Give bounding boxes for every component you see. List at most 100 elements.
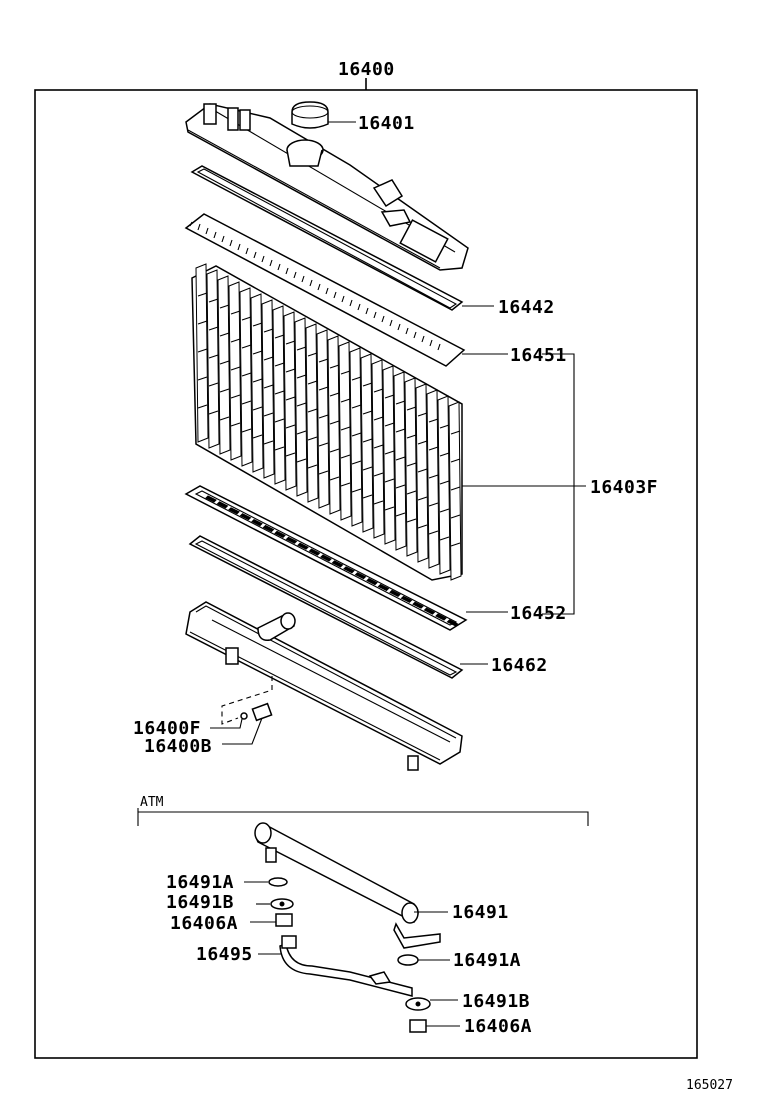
core-fin-rib: [417, 412, 428, 417]
part-label-16442: 16442: [498, 297, 555, 318]
core-fin-rib: [417, 468, 428, 473]
core-fin-rib: [450, 514, 461, 519]
core-fin-rib: [296, 430, 307, 435]
core-fin: [283, 311, 297, 491]
plate-slot: [308, 548, 321, 556]
plate-slot: [377, 583, 390, 592]
upper-tank: [185, 103, 469, 271]
core-fin-rib: [329, 392, 340, 397]
core-fin-rib: [241, 316, 252, 321]
core-fin-rib: [285, 424, 296, 429]
core-fin-rib: [318, 386, 329, 391]
left-fitting-stack: [244, 877, 294, 927]
core-fin-rib: [340, 454, 351, 459]
core-fin-rib: [252, 350, 263, 355]
core-fin: [360, 353, 374, 533]
core-fin-rib: [208, 326, 219, 331]
core-fin-rib: [406, 406, 417, 411]
core-fin-rib: [296, 374, 307, 379]
plate-slot: [320, 554, 332, 562]
core-fin: [294, 317, 308, 497]
core-fin-rib: [241, 428, 252, 433]
part-label-16491A-right: 16491A: [453, 950, 521, 971]
core-fin-rib: [208, 354, 219, 359]
core-fin-rib: [252, 406, 263, 411]
plate-slot: [354, 572, 367, 580]
bottom-gasket: [188, 535, 464, 679]
plate-slot: [262, 524, 275, 533]
core-fin-rib: [307, 380, 318, 385]
plate-slot: [343, 566, 355, 574]
core-fin-rib: [274, 446, 285, 451]
part-label-16462: 16462: [491, 655, 548, 676]
core-fin: [195, 263, 209, 443]
plate-slot: [228, 507, 240, 515]
core-fin-rib: [340, 398, 351, 403]
core-fin-rib: [219, 304, 230, 309]
core-fin-rib: [230, 422, 241, 427]
core-fin-rib: [219, 332, 230, 337]
core-fin-rib: [384, 506, 395, 511]
core-fin-rib: [428, 502, 439, 507]
core-fin-rib: [439, 480, 450, 485]
core-fin-rib: [351, 460, 362, 465]
plate-slot: [216, 501, 229, 509]
core-fin-rib: [329, 420, 340, 425]
core-fin-rib: [329, 364, 340, 369]
core-fin: [206, 269, 220, 449]
part-label-16400B: 16400B: [144, 736, 212, 757]
plate-slot: [205, 495, 217, 503]
core-fin-rib: [307, 408, 318, 413]
core-fin-rib: [252, 322, 263, 327]
core-fin-rib: [197, 376, 208, 381]
core-fin: [305, 323, 319, 503]
core-fin-rib: [197, 404, 208, 409]
core-fin-rib: [230, 394, 241, 399]
core-fin-rib: [285, 396, 296, 401]
atm-section: [137, 808, 589, 826]
core-fin-rib: [340, 482, 351, 487]
core-fin-rib: [318, 442, 329, 447]
core-fin-rib: [406, 518, 417, 523]
core-fin-rib: [450, 486, 461, 491]
core-fin: [393, 371, 407, 551]
core-fin-rib: [230, 338, 241, 343]
core-fin: [349, 347, 363, 527]
core-fin-rib: [351, 376, 362, 381]
core-fin-rib: [285, 340, 296, 345]
core-fin-rib: [307, 352, 318, 357]
core-fin-rib: [417, 440, 428, 445]
core-fin-rib: [362, 494, 373, 499]
core-fin-rib: [241, 344, 252, 349]
core-fin-rib: [263, 356, 274, 361]
radiator-core: [191, 263, 463, 581]
part-label-16403F: 16403F: [590, 477, 658, 498]
core-fin-rib: [274, 334, 285, 339]
core-fin-rib: [439, 536, 450, 541]
core-fin-rib: [384, 394, 395, 399]
core-fin: [217, 275, 231, 455]
oil-cooler-tube: [254, 822, 441, 949]
core-fin-rib: [373, 416, 384, 421]
part-label-16491B-right: 16491B: [462, 991, 530, 1012]
core-fin-rib: [450, 458, 461, 463]
core-fin-rib: [197, 320, 208, 325]
core-fin-rib: [307, 464, 318, 469]
core-fin-rib: [252, 434, 263, 439]
core-fin-rib: [219, 360, 230, 365]
part-label-16452: 16452: [510, 603, 567, 624]
core-fin-rib: [197, 348, 208, 353]
core-fin-rib: [439, 424, 450, 429]
core-fin-rib: [395, 428, 406, 433]
core-fin-rib: [285, 368, 296, 373]
part-label-16495: 16495: [196, 944, 253, 965]
core-fin-rib: [351, 488, 362, 493]
core-fin-rib: [274, 418, 285, 423]
upper-core-plate: [184, 213, 466, 367]
core-fin-rib: [307, 436, 318, 441]
core-fin-rib: [450, 430, 461, 435]
core-fin-rib: [439, 508, 450, 513]
core-fin: [448, 401, 462, 581]
core-fin-rib: [384, 478, 395, 483]
core-fin-rib: [351, 432, 362, 437]
